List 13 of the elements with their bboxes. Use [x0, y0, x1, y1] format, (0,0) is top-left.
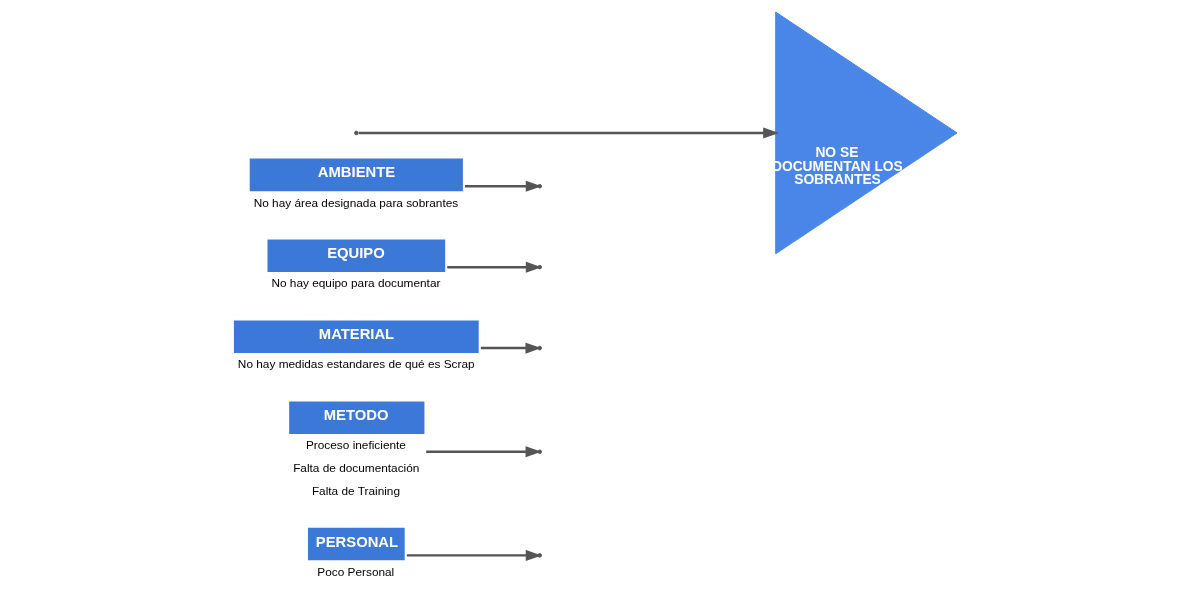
node-label: Falta de Training	[311, 483, 401, 498]
node-box: PERSONAL	[307, 527, 405, 561]
node-box: EQUIPO	[267, 239, 446, 273]
node-label: Poco Personal	[317, 564, 395, 579]
node-label: Falta de documentación	[293, 461, 420, 476]
node-box: AMBIENTE	[249, 158, 463, 192]
node-box: METODO	[289, 401, 425, 434]
node-label: No hay medidas estandares de qué es Scrap	[237, 357, 475, 372]
arrow	[358, 127, 779, 139]
node-label: No hay equipo para documentar	[271, 276, 441, 291]
node-box: MATERIAL	[233, 320, 479, 354]
node-label: No hay área designada para sobrantes	[253, 195, 459, 210]
node-label: Proceso ineficiente	[305, 438, 406, 453]
